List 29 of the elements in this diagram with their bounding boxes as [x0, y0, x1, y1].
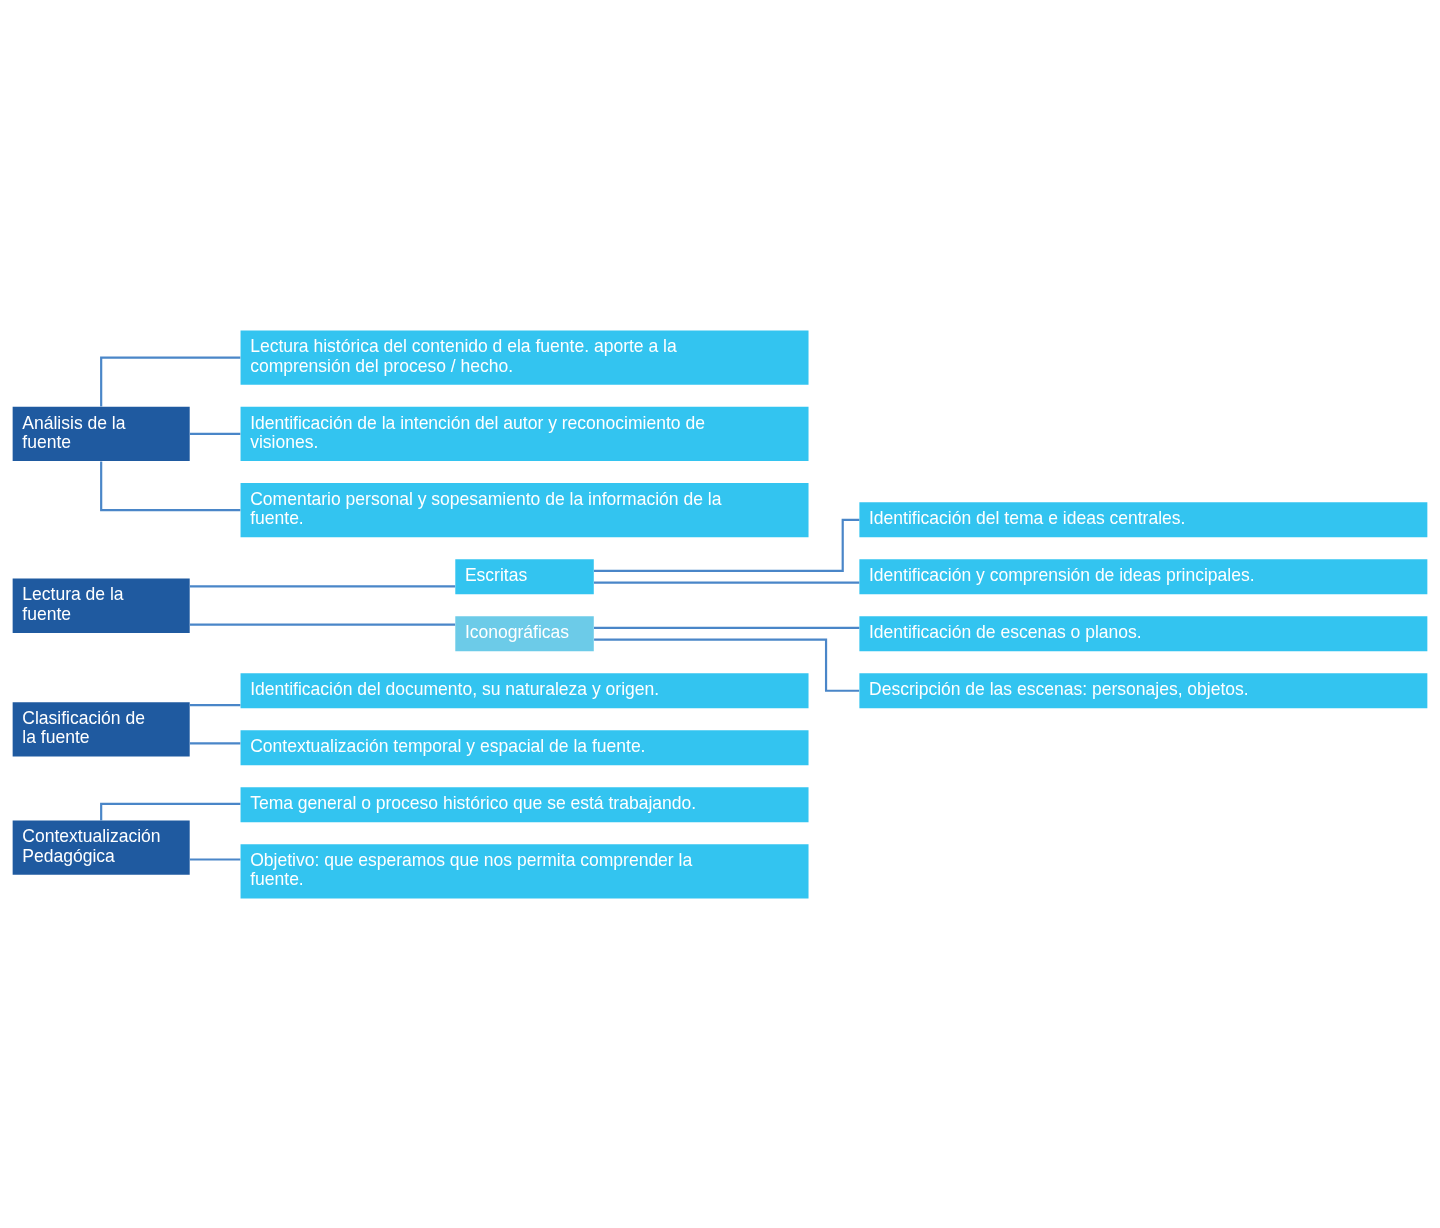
node-box: Contextualización temporal y espacial de la fuente.: [240, 729, 809, 765]
connector: [189, 703, 241, 706]
node-box: Objetivo: que esperamos que nos permita comprender la fuente.: [240, 843, 809, 898]
node-box: Identificación del documento, su naturaleza y origen.: [240, 672, 809, 708]
node-box: Identificación de escenas o planos.: [859, 615, 1428, 651]
node-box: Iconográficas: [455, 615, 594, 651]
node-box: Identificación de la intención del autor y reconocimiento de visiones.: [240, 406, 809, 461]
node-box: Lectura de la fuente: [12, 578, 190, 633]
node-box: Tema general o proceso histórico que se está trabajando.: [240, 786, 809, 822]
node-box: Identificación del tema e ideas centrales.: [859, 501, 1428, 537]
connector: [100, 356, 241, 406]
connector: [100, 802, 241, 820]
node-box: Escritas: [455, 558, 594, 594]
node-box: Contextualización Pedagógica: [12, 820, 190, 875]
node-box: Lectura histórica del contenido d ela fuente. aporte a la comprensión del proceso / hecho.: [240, 330, 809, 385]
connector: [189, 432, 241, 435]
node-box: Identificación y comprensión de ideas principales.: [859, 558, 1428, 594]
connector: [594, 638, 860, 692]
connector: [189, 741, 241, 744]
connector: [189, 857, 241, 861]
node-box: Descripción de las escenas: personajes, objetos.: [859, 672, 1428, 708]
connector: [189, 623, 456, 626]
node-box: Comentario personal y sopesamiento de la información de la fuente.: [240, 482, 809, 537]
connector: [100, 460, 241, 511]
node-box: Análisis de la fuente: [12, 406, 190, 461]
connector: [189, 584, 456, 588]
connector: [594, 581, 860, 584]
connector: [594, 626, 860, 629]
node-box: Clasificación de la fuente: [12, 701, 190, 756]
